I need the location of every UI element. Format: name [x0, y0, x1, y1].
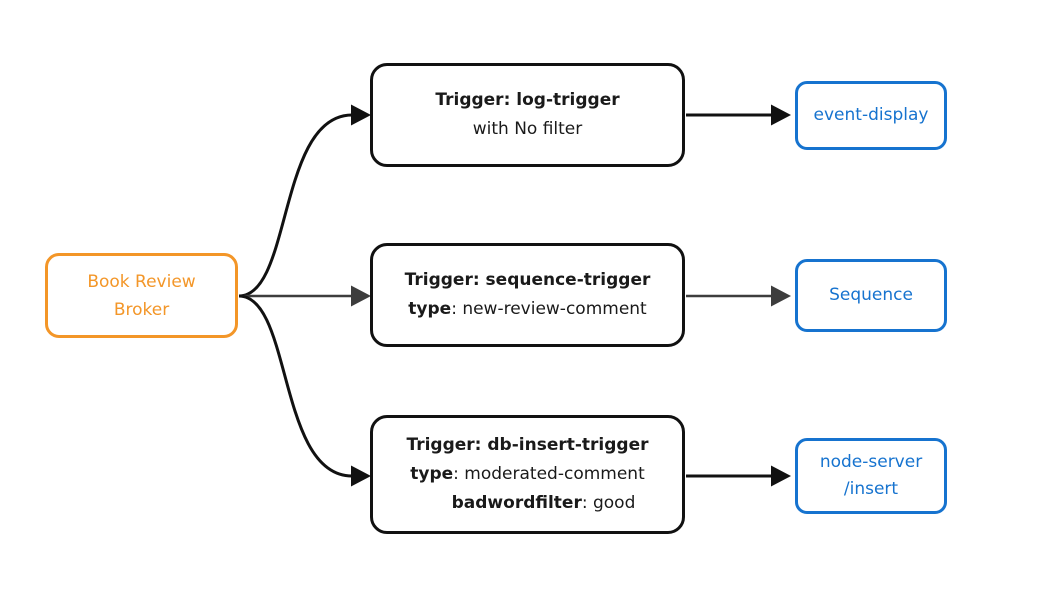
sink-node-event-display: event-display [795, 81, 947, 150]
edge-log-trigger-to-event-display [686, 104, 791, 126]
sink-label: event-display [813, 105, 929, 125]
edge-broker-to-log-trigger [238, 104, 371, 298]
trigger-node-db-insert-trigger: Trigger: db-insert-trigger type: moderat… [370, 415, 685, 534]
sink-label: Sequence [829, 285, 913, 305]
trigger-node-log-trigger: Trigger: log-trigger with No filter [370, 63, 685, 167]
sink-label: node-server [819, 452, 923, 472]
edge-db-insert-trigger-to-node-server [686, 465, 791, 487]
trigger-filter-text: type: new-review-comment [408, 299, 647, 319]
trigger-filter-text: badwordfilter: good [451, 493, 636, 513]
broker-label-line: Book Review [87, 271, 196, 292]
trigger-title-text: Trigger: db-insert-trigger [406, 435, 649, 455]
trigger-title: Trigger: db-insert-trigger [406, 431, 648, 460]
trigger-title-text: Trigger: log-trigger [435, 90, 620, 110]
trigger-title: Trigger: sequence-trigger [405, 266, 651, 295]
trigger-title: Trigger: log-trigger [435, 86, 619, 115]
sink-label: /insert [843, 479, 899, 499]
arrowhead-icon [351, 285, 371, 307]
arrowhead-icon [771, 465, 791, 487]
edge-sequence-trigger-to-sequence [686, 285, 791, 307]
edge-broker-to-db-insert-trigger [238, 294, 371, 487]
broker-label-line: Broker [113, 299, 170, 320]
broker-node: Book Review Broker [45, 253, 238, 338]
arrowhead-icon [771, 285, 791, 307]
trigger-node-sequence-trigger: Trigger: sequence-trigger type: new-revi… [370, 243, 685, 347]
trigger-filter-text: with No filter [472, 119, 583, 139]
trigger-title-text: Trigger: sequence-trigger [404, 270, 651, 290]
sink-node-node-server-insert: node-server /insert [795, 438, 947, 514]
sink-node-sequence: Sequence [795, 259, 947, 332]
arrowhead-icon [351, 104, 371, 126]
arrowhead-icon [771, 104, 791, 126]
trigger-filter-text: type: moderated-comment [410, 464, 645, 484]
edge-broker-to-sequence-trigger [239, 285, 371, 307]
arrowhead-icon [351, 465, 371, 487]
